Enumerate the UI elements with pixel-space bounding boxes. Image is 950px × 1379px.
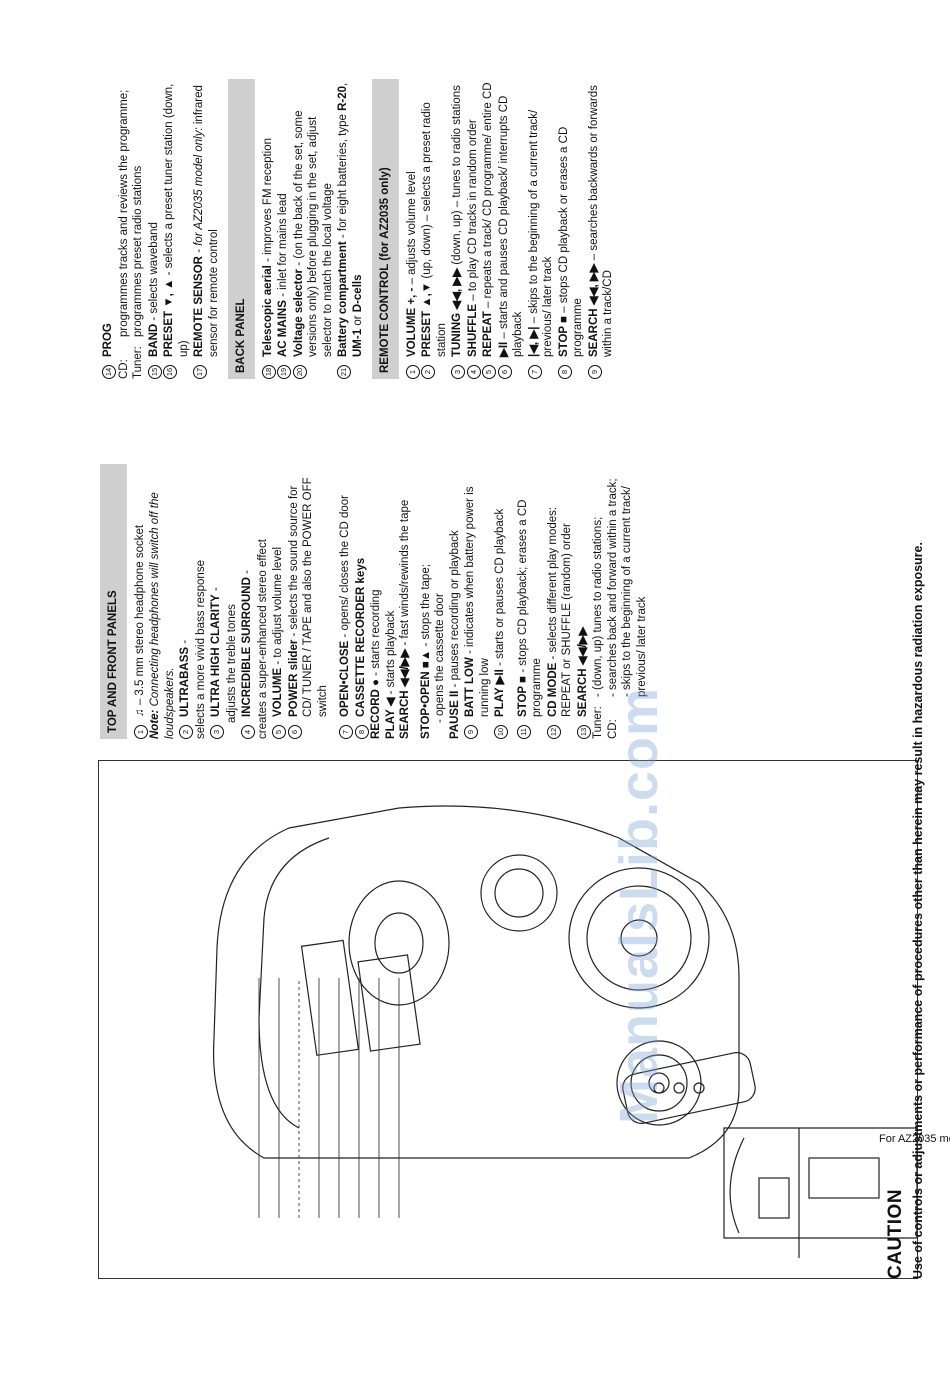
watermark: ManualsLib.com bbox=[609, 686, 669, 1124]
remote-item-7: 7|◀, ▶| – skips to the beginning of a cu… bbox=[527, 79, 556, 379]
boombox-drawing bbox=[212, 667, 918, 1258]
section-heading-top-front: TOP AND FRONT PANELS bbox=[100, 464, 127, 739]
section-heading-back-panel: BACK PANEL bbox=[228, 79, 255, 379]
item-2-desc: selects a more vivid bass response bbox=[194, 560, 207, 739]
tuner-search: Tuner:- (down, up) tunes to radio statio… bbox=[592, 516, 604, 739]
prog-cd: CD:programmes tracks and reviews the pro… bbox=[117, 89, 130, 379]
speaker-right bbox=[568, 867, 710, 1009]
item-3-desc: adjusts the treble tones bbox=[225, 604, 238, 723]
note: Note: Connecting headphones will switch … bbox=[149, 492, 176, 739]
remote-item-6: 6▶II – starts and pauses CD playback/ in… bbox=[497, 79, 526, 379]
product-illustration: For AZ2035 model only bbox=[98, 667, 950, 1279]
stop-open-key: STOP•OPEN ■▲ - stops the tape; bbox=[419, 564, 432, 739]
stop-open-desc: - opens the cassette door bbox=[434, 593, 446, 723]
cassette-deck bbox=[357, 954, 421, 1052]
headphone-icon: ♫ bbox=[133, 705, 146, 717]
caution-block: CAUTION Use of controls or adjustments o… bbox=[885, 329, 926, 1279]
remote-control bbox=[622, 1052, 756, 1124]
prog-tuner: Tuner:programmes preset radio stations bbox=[132, 165, 144, 379]
search-key: SEARCH ◀◀/▶▶ - fast winds/rewinds the ta… bbox=[399, 499, 411, 739]
boombox-handle bbox=[258, 837, 330, 1129]
boombox-body bbox=[212, 805, 740, 1159]
record-key: RECORD ● - starts recording bbox=[370, 589, 382, 739]
column-top-front-panels: TOP AND FRONT PANELS 1♫ – 3.5 mm stereo … bbox=[100, 464, 649, 739]
caution-title: CAUTION bbox=[885, 1188, 906, 1279]
play-key: PLAY ◀ - starts playback bbox=[384, 610, 397, 739]
display-panel bbox=[300, 939, 360, 1056]
item-4-desc: creates a super-enhanced stereo effect bbox=[256, 539, 269, 739]
caution-text: Use of controls or adjustments or perfor… bbox=[911, 542, 925, 1279]
tweeter bbox=[480, 854, 558, 932]
pause-key: PAUSE II - pauses recording or playback bbox=[448, 530, 461, 739]
section-heading-remote-control: REMOTE CONTROL (for AZ2035 only) bbox=[372, 79, 399, 379]
item-1: 1♫ – 3.5 mm stereo headphone socket bbox=[133, 464, 148, 739]
